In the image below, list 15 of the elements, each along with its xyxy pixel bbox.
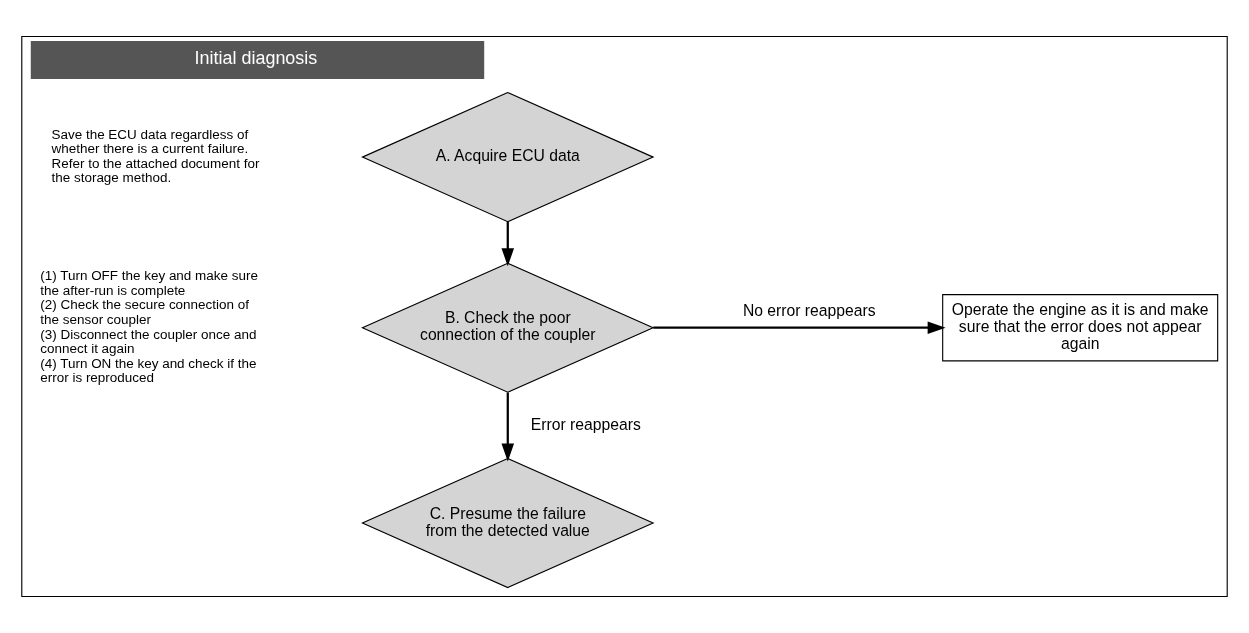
node-label: (4) Turn ON the key and check if the error is reproduced: [40, 355, 257, 386]
arrow: [501, 221, 515, 267]
node-diamond: B. Check the poor connection of the coupler: [361, 262, 655, 393]
node-label: (2) Check the secure connection of the sensor coupler: [40, 297, 249, 327]
arrow: [653, 321, 946, 334]
node-diamond: C. Presume the failure from the detected value: [361, 457, 655, 589]
node-label: (3) Disconnect the coupler once and connect it again: [40, 326, 257, 357]
node-label: Refer to the attached document for the storage method.: [51, 155, 260, 186]
node-box: Operate the engine as it is and make sure that the error does not appear again: [942, 294, 1219, 362]
node-diamond: A. Acquire ECU data: [361, 91, 655, 223]
node-label: Save the ECU data regardless of whether there is a current failure.: [51, 126, 249, 157]
node-label: (1) Turn OFF the key and make sure the after-run is complete: [40, 268, 258, 298]
arrow: [501, 392, 515, 462]
edge-label: Error reappears: [530, 416, 641, 434]
edge-label: No error reappears: [742, 302, 876, 320]
